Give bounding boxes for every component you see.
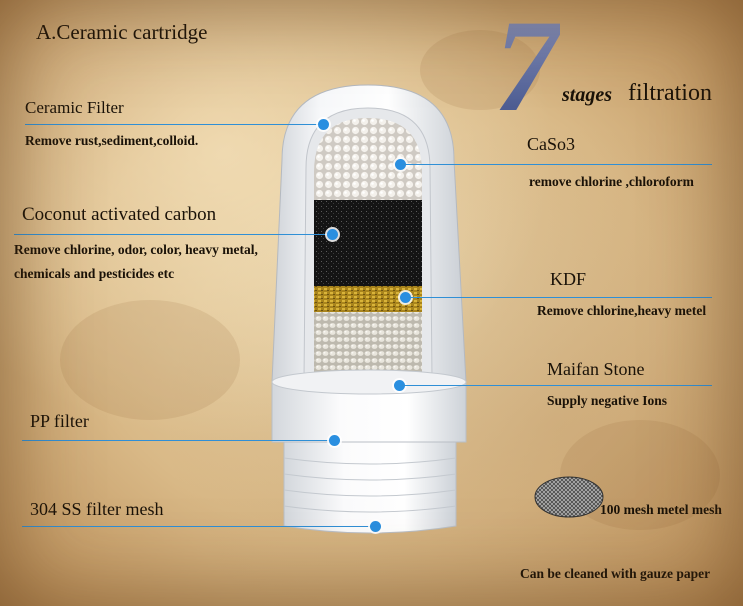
maifan-stone-label: Maifan Stone bbox=[547, 359, 645, 379]
maifan-stone-desc: Supply negative Ions bbox=[547, 393, 668, 408]
ss-mesh-label: 304 SS filter mesh bbox=[30, 499, 164, 519]
coconut-carbon-desc-2: chemicals and pesticides etc bbox=[14, 266, 175, 281]
paper-stain bbox=[60, 300, 240, 420]
pp-filter-leader bbox=[22, 440, 334, 441]
ss-mesh-marker bbox=[370, 521, 381, 532]
filtration-word: filtration bbox=[628, 80, 712, 106]
mesh-sample-label: 100 mesh metel mesh bbox=[600, 502, 722, 517]
pp-filter-marker bbox=[329, 435, 340, 446]
caso3-marker bbox=[395, 159, 406, 170]
ceramic-filter-label: Ceramic Filter bbox=[25, 98, 124, 117]
ceramic-filter-desc: Remove rust,sediment,colloid. bbox=[25, 133, 199, 148]
coconut-carbon-desc-1: Remove chlorine, odor, color, heavy meta… bbox=[14, 242, 258, 257]
kdf-marker bbox=[400, 292, 411, 303]
maifan-stone-leader bbox=[401, 385, 712, 386]
ceramic-filter-marker bbox=[318, 119, 329, 130]
caso3-label: CaSo3 bbox=[527, 134, 576, 154]
kdf-label: KDF bbox=[550, 269, 587, 289]
paper-stain bbox=[420, 30, 540, 110]
cleaning-note: Can be cleaned with gauze paper bbox=[520, 566, 711, 581]
kdf-leader bbox=[407, 297, 712, 298]
stages-word: stages bbox=[562, 84, 612, 106]
kdf-desc: Remove chlorine,heavy metel bbox=[537, 303, 707, 318]
ceramic-filter-leader bbox=[25, 124, 325, 125]
coconut-carbon-label: Coconut activated carbon bbox=[22, 204, 217, 225]
seven-stages-number: 7 bbox=[494, 0, 560, 139]
pp-filter-label: PP filter bbox=[30, 411, 89, 431]
coconut-carbon-marker bbox=[327, 229, 338, 240]
caso3-leader bbox=[402, 164, 712, 165]
coconut-carbon-leader bbox=[14, 234, 334, 235]
ss-mesh-leader bbox=[22, 526, 374, 527]
caso3-desc: remove chlorine ,chloroform bbox=[529, 174, 694, 189]
page-title: A.Ceramic cartridge bbox=[36, 20, 208, 44]
maifan-stone-marker bbox=[394, 380, 405, 391]
